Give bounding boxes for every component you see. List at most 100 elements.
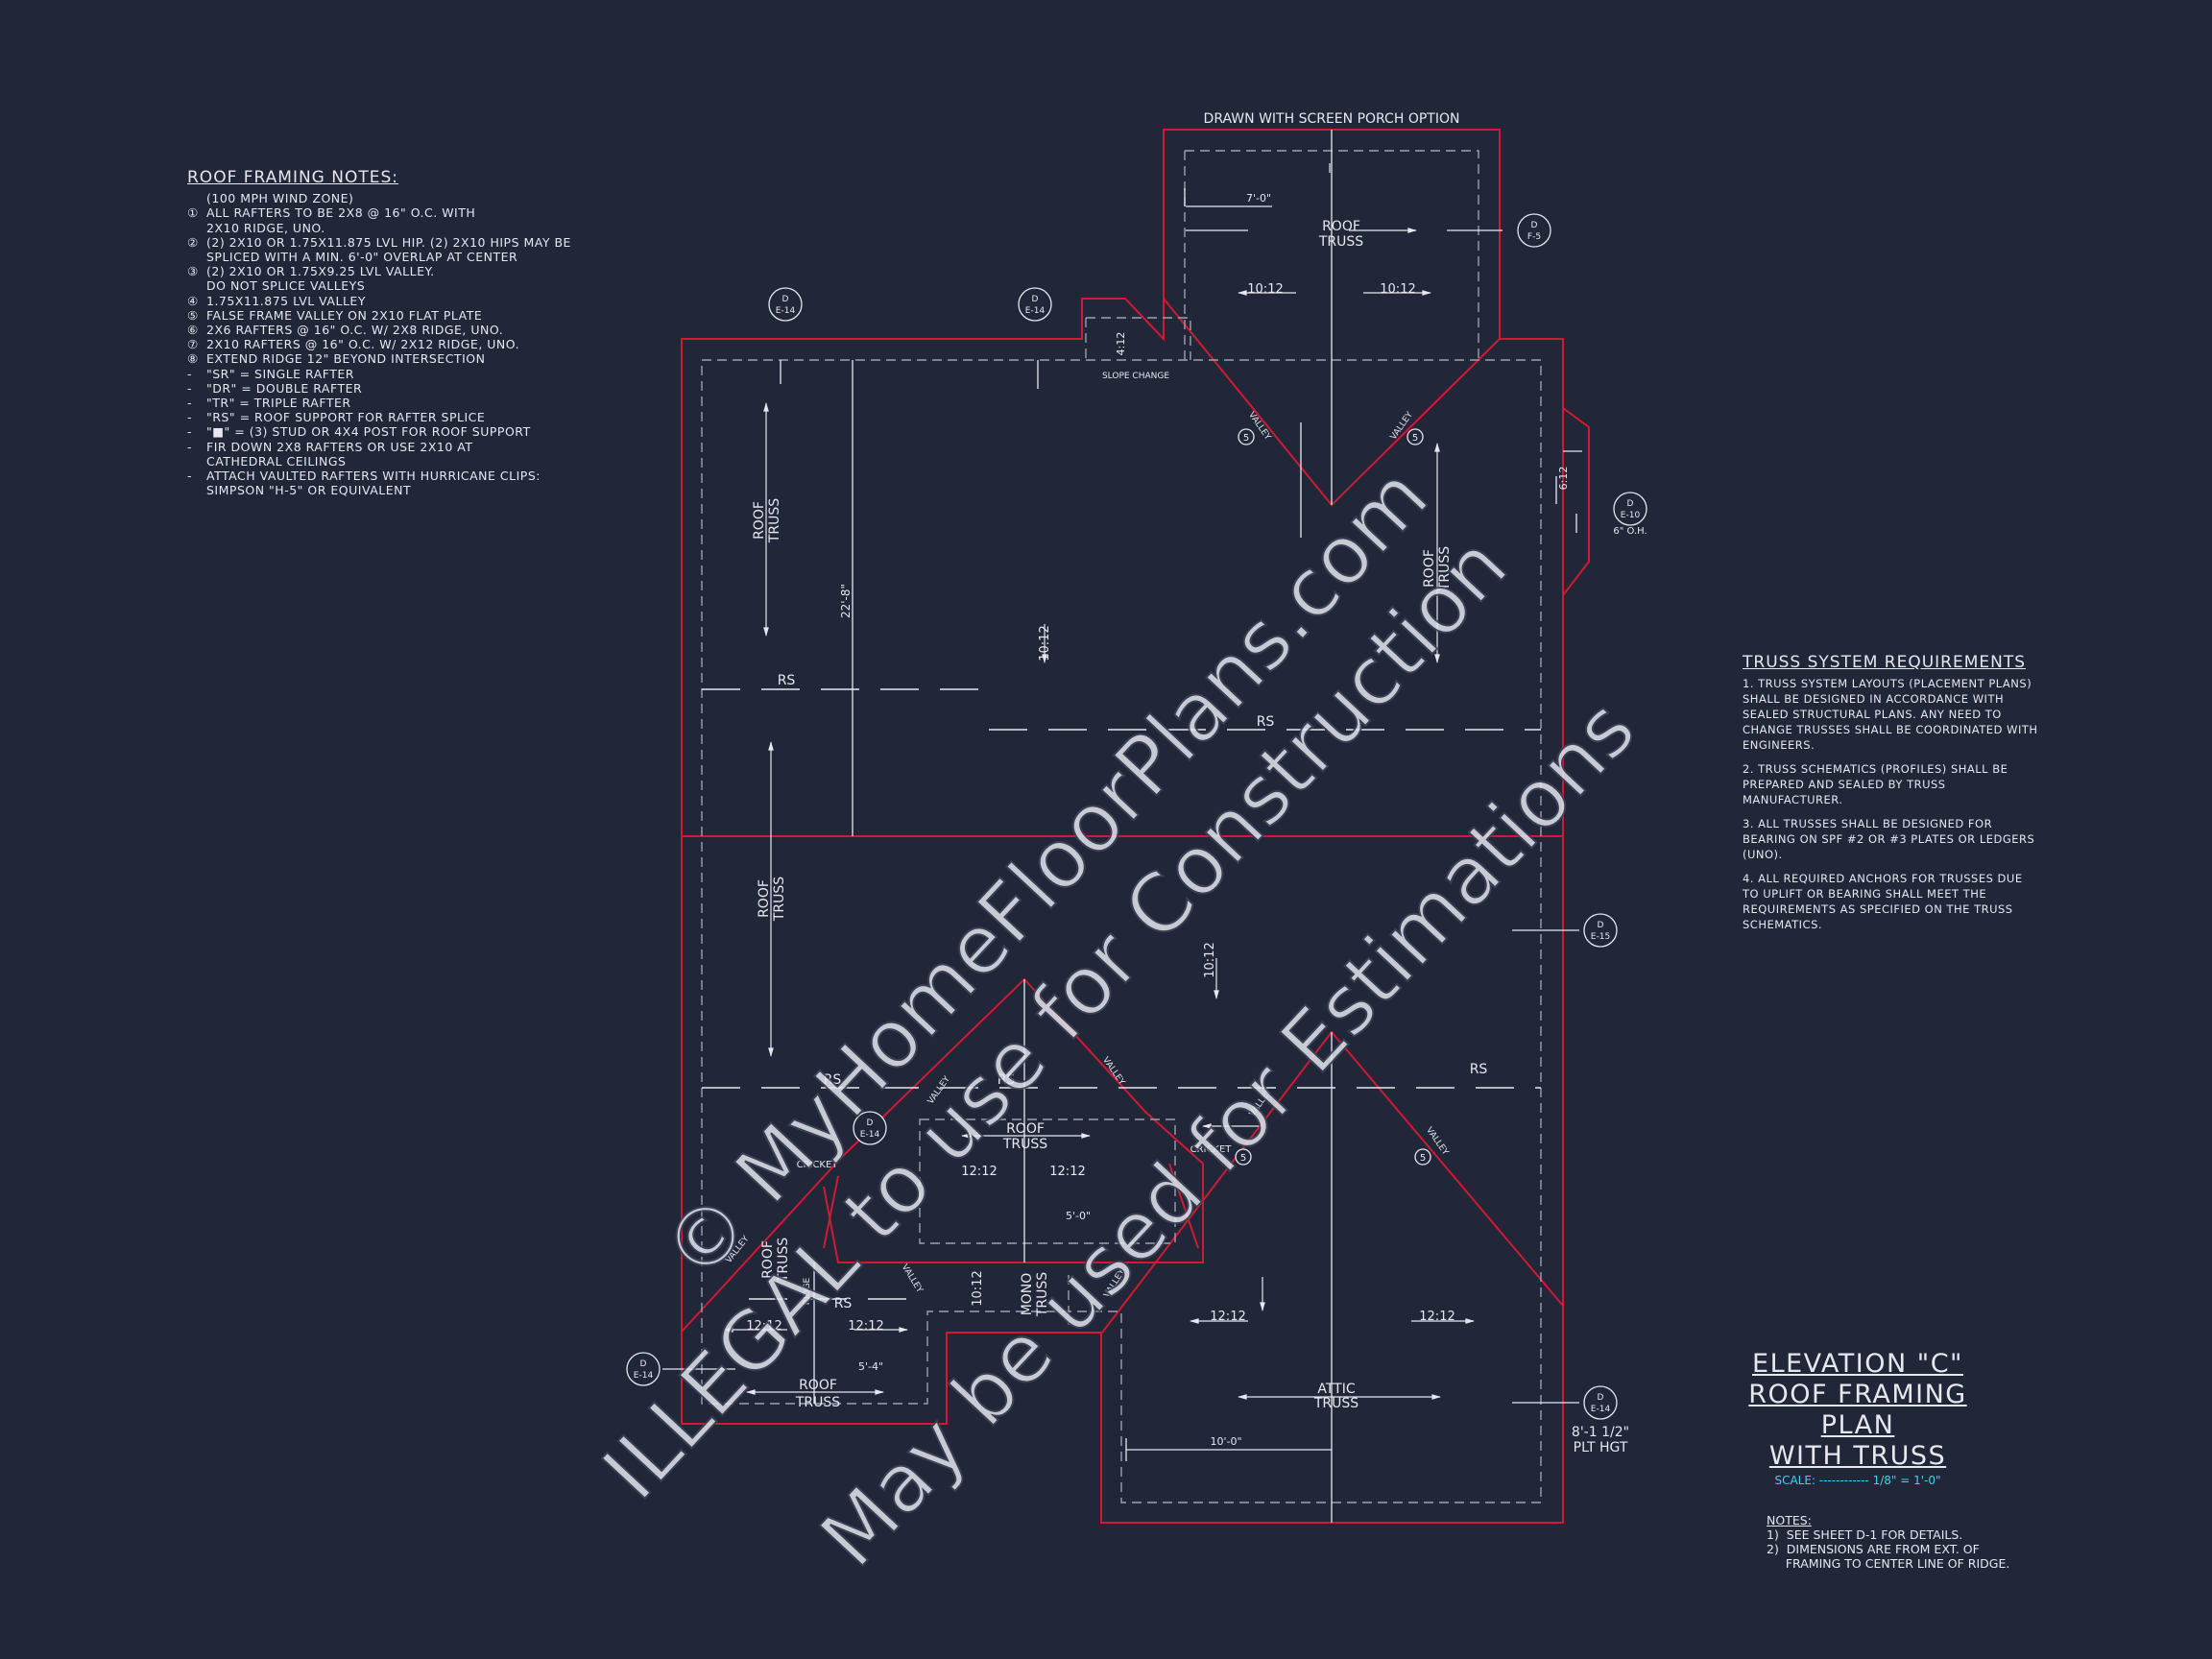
roof-note-marker: - [187,396,193,411]
roof-note-item: ⑦2x10 RAFTERS @ 16" O.C. W/ 2x12 RIDGE, … [187,337,600,351]
svg-text:D: D [1627,499,1634,509]
roof-note-marker: - [187,424,193,440]
svg-text:D: D [640,1359,647,1369]
pitch-gable-right: 12:12 [1049,1165,1085,1179]
svg-text:D: D [1032,295,1039,304]
svg-text:E-14: E-14 [1025,306,1046,316]
slope-change-label: SLOPE CHANGE [1102,372,1169,381]
roof-note-item: -"TR" = TRIPLE RAFTER [187,396,600,410]
roof-note-text: ATTACH VAULTED RAFTERS WITH HURRICANE CL… [206,469,541,484]
plate-height-value: 8'-1 1/2" [1572,1425,1629,1440]
svg-text:E-14: E-14 [1591,1405,1611,1414]
roof-note-item: 2x10 RIDGE, UNO. [187,221,600,235]
overhang-label: 6" O.H. [1613,526,1647,537]
roof-note-text: FIR DOWN 2x8 RAFTERS OR USE 2x10 AT [206,439,473,454]
bottom-note-2: 2) DIMENSIONS ARE FROM EXT. OF [1767,1542,1980,1556]
plan-labels: DRAWN WITH SCREEN PORCH OPTION SLOPE CHA… [634,111,1647,1455]
roof-note-text: "TR" = TRIPLE RAFTER [206,396,351,411]
svg-text:5: 5 [1240,1153,1246,1164]
roof-label-6: ROOF [799,1378,837,1393]
callout-d-f5 [1517,213,1551,248]
pitch-main-upper: 10:12 [1038,625,1052,661]
rs-label-5: RS [1470,1062,1488,1077]
roof-label-2: ROOF [1422,549,1437,588]
svg-text:D: D [867,1118,874,1128]
porch-roof-label: ROOF [1322,219,1360,234]
roof-note-item: CATHEDRAL CEILINGS [187,454,600,469]
rs-label-3: RS [824,1072,842,1088]
rs-label-1: RS [778,673,796,688]
roof-notes-title: ROOF FRAMING NOTES: [187,168,399,187]
pitch-6-12: 6:12 [1557,467,1570,491]
mono-label: MONO [1020,1273,1035,1316]
svg-text:F-5: F-5 [1527,232,1541,242]
svg-text:D: D [782,295,789,304]
roof-note-marker [187,191,206,205]
roof-note-marker: ⑦ [187,337,199,352]
truss-requirements-title: TRUSS SYSTEM REQUIREMENTS [1743,653,2027,672]
svg-text:E-14: E-14 [776,306,796,316]
roof-note-marker: - [187,439,193,454]
dim-10-0: 10'-0" [1210,1435,1241,1448]
truss-label-3: TRUSS [772,877,787,922]
roof-note-text: ALL RAFTERS TO BE 2x8 @ 16" O.C. WITH [206,205,476,221]
roof-framing-notes: ROOF FRAMING NOTES: (100 MPH WIND ZONE)①… [187,168,600,497]
roof-note-text: CATHEDRAL CEILINGS [206,453,347,469]
roof-note-marker [187,250,206,264]
roof-note-item: ③(2) 2x10 OR 1.75x9.25 LVL VALLEY. [187,264,600,278]
rs-label-2: RS [1257,714,1275,730]
pitch-lower-right-2: 12:12 [1419,1310,1455,1324]
roof-note-text: "RS" = ROOF SUPPORT FOR RAFTER SPLICE [206,410,486,425]
svg-text:D: D [1531,221,1538,230]
roof-note-item: SIMPSON "H-5" OR EQUIVALENT [187,483,600,497]
svg-text:E-15: E-15 [1591,932,1610,942]
roof-note-text: 2x6 RAFTERS @ 16" O.C. W/ 2x8 RIDGE, UNO… [206,323,504,338]
callout-d-e15 [1583,913,1618,948]
rs-label-6: RS [834,1296,853,1311]
dim-7-0: 7'-0" [1246,192,1271,204]
valley-label-9: VALLEY [1102,1267,1127,1300]
roof-note-marker [187,454,206,469]
roof-note-marker: ① [187,205,199,221]
roof-note-marker: ⑤ [187,307,199,323]
roof-note-marker [187,221,206,235]
roof-note-item: -FIR DOWN 2x8 RAFTERS OR USE 2x10 AT [187,440,600,454]
callout-d-e10 [1613,492,1647,526]
wall-lines [701,150,1542,1503]
porch-caption: DRAWN WITH SCREEN PORCH OPTION [1204,111,1460,127]
truss-label-7: TRUSS [795,1395,840,1410]
bottom-notes-title: NOTES: [1767,1513,1812,1527]
truss-req-item-4: 4. ALL REQUIRED ANCHORS FOR TRUSSES DUE … [1743,872,2023,931]
roof-label-5: ROOF [760,1240,776,1279]
porch-truss-label: TRUSS [1318,234,1363,250]
roof-note-marker [187,278,206,293]
bottom-note-3: FRAMING TO CENTER LINE OF RIDGE. [1767,1556,2010,1571]
callout-5-b [1407,428,1424,445]
dim-5-0: 5'-0" [1066,1210,1091,1222]
roof-note-item: -"DR" = DOUBLE RAFTER [187,381,600,396]
roof-note-marker: - [187,366,193,381]
callouts [626,213,1647,1420]
svg-text:E-14: E-14 [634,1371,654,1381]
roof-note-text: 1.75x11.875 LVL VALLEY [206,293,366,308]
roof-note-item: ②(2) 2x10 OR 1.75x11.875 LVL HIP. (2) 2x… [187,235,600,250]
callout-d-e14-c [853,1111,887,1145]
pitch-4-12: 4:12 [1115,332,1127,356]
ridge-lines [662,130,1582,1523]
cricket-label-left: CRICKET [797,1160,839,1170]
roof-note-item: ① ALL RAFTERS TO BE 2x8 @ 16" O.C. WITH [187,205,600,220]
roof-note-marker: ② [187,234,199,250]
roof-note-item: -"■" = (3) STUD OR 4x4 POST FOR ROOF SUP… [187,424,600,439]
svg-text:D: D [1598,921,1604,930]
roof-note-marker [187,483,206,497]
truss-label-2: TRUSS [1437,546,1453,591]
roof-note-text: EXTEND RIDGE 12" BEYOND INTERSECTION [206,351,486,367]
truss-req-item-2: 2. TRUSS SCHEMATICS (PROFILES) SHALL BE … [1743,762,2008,806]
roof-note-item: -"RS" = ROOF SUPPORT FOR RAFTER SPLICE [187,410,600,424]
valley-label-1: VALLEY [926,1074,952,1106]
roof-note-item: ④1.75x11.875 LVL VALLEY [187,294,600,308]
